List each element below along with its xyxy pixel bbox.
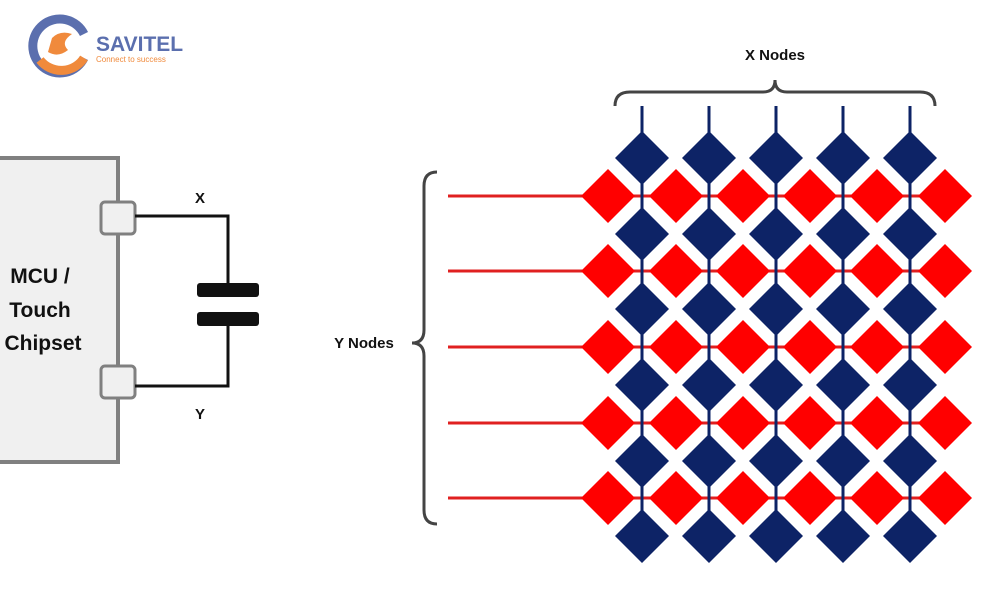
x-nodes-bracket	[613, 79, 937, 107]
y-node-diamond	[918, 471, 972, 525]
x-node-diamond	[682, 358, 736, 412]
x-node-diamond	[749, 131, 803, 185]
chipset-label-line-3: Chipset	[4, 332, 81, 355]
capacitor-plate-top	[197, 283, 259, 297]
chipset-box	[0, 156, 120, 464]
y-node-diamond	[850, 244, 904, 298]
x-node-diamond	[883, 131, 937, 185]
y-node-diamond	[581, 396, 635, 450]
x-node-diamond	[682, 434, 736, 488]
y-node-diamond	[918, 244, 972, 298]
capacitor-circuit: X Y	[135, 190, 259, 423]
y-node-diamond	[649, 244, 703, 298]
x-node-diamond	[749, 207, 803, 261]
x-node-diamond	[749, 509, 803, 563]
circuit-label-x: X	[195, 190, 205, 207]
y-node-diamond	[649, 320, 703, 374]
x-node-diamond	[816, 131, 870, 185]
y-node-diamond	[716, 471, 770, 525]
y-node-diamonds	[581, 169, 972, 525]
x-node-diamond	[682, 509, 736, 563]
x-node-diamond	[816, 434, 870, 488]
y-node-diamond	[783, 169, 837, 223]
y-node-diamond	[850, 396, 904, 450]
x-node-diamond	[682, 131, 736, 185]
x-node-diamond	[816, 509, 870, 563]
x-node-diamond	[883, 434, 937, 488]
logo-tagline: Connect to success	[96, 55, 166, 64]
y-node-diamond	[783, 396, 837, 450]
x-node-diamond	[615, 207, 669, 261]
y-node-diamond	[649, 471, 703, 525]
chipset-pin-x	[99, 200, 137, 236]
x-node-diamond	[883, 282, 937, 336]
chipset-label-line-2: Touch	[9, 299, 70, 322]
y-node-diamond	[850, 320, 904, 374]
y-node-diamond	[716, 169, 770, 223]
y-node-diamond	[716, 396, 770, 450]
x-node-diamond	[883, 207, 937, 261]
x-node-diamond	[615, 358, 669, 412]
x-node-diamond	[749, 282, 803, 336]
chipset-pin-y	[99, 364, 137, 400]
savitel-logo: SAVITEL Connect to success	[28, 14, 183, 78]
wire-y	[135, 326, 230, 388]
y-node-diamond	[783, 320, 837, 374]
circuit-label-y: Y	[195, 406, 205, 423]
x-node-diamond	[883, 358, 937, 412]
y-node-diamond	[918, 396, 972, 450]
x-node-diamond	[749, 358, 803, 412]
x-node-diamond	[682, 282, 736, 336]
capacitor-plate-bottom	[197, 312, 259, 326]
y-node-diamond	[716, 320, 770, 374]
chipset-block: MCU / Touch Chipset	[0, 156, 137, 464]
y-nodes-label: Y Nodes	[334, 335, 394, 352]
y-node-diamond	[918, 169, 972, 223]
y-node-diamond	[581, 471, 635, 525]
x-node-diamond	[615, 509, 669, 563]
x-node-diamond	[615, 434, 669, 488]
x-node-diamond	[682, 207, 736, 261]
y-node-diamond	[918, 320, 972, 374]
x-node-diamond	[615, 131, 669, 185]
x-node-diamond	[615, 282, 669, 336]
savitel-logo-icon	[28, 14, 89, 78]
y-node-diamond	[649, 396, 703, 450]
wire-x	[135, 214, 230, 284]
x-node-diamond	[749, 434, 803, 488]
chipset-label-line-1: MCU /	[10, 265, 70, 288]
y-node-diamond	[850, 169, 904, 223]
x-node-diamond	[883, 509, 937, 563]
x-node-diamond	[816, 207, 870, 261]
y-node-diamond	[783, 244, 837, 298]
x-node-diamonds	[615, 131, 937, 563]
y-node-diamond	[783, 471, 837, 525]
y-nodes-bracket	[411, 170, 438, 526]
y-node-diamond	[850, 471, 904, 525]
y-node-diamond	[649, 169, 703, 223]
y-node-diamond	[581, 169, 635, 223]
y-node-diamond	[716, 244, 770, 298]
y-node-diamond	[581, 244, 635, 298]
y-node-diamond	[581, 320, 635, 374]
x-node-diamond	[816, 282, 870, 336]
logo-brand: SAVITEL	[96, 33, 183, 56]
x-node-diamond	[816, 358, 870, 412]
x-nodes-label: X Nodes	[745, 47, 805, 64]
